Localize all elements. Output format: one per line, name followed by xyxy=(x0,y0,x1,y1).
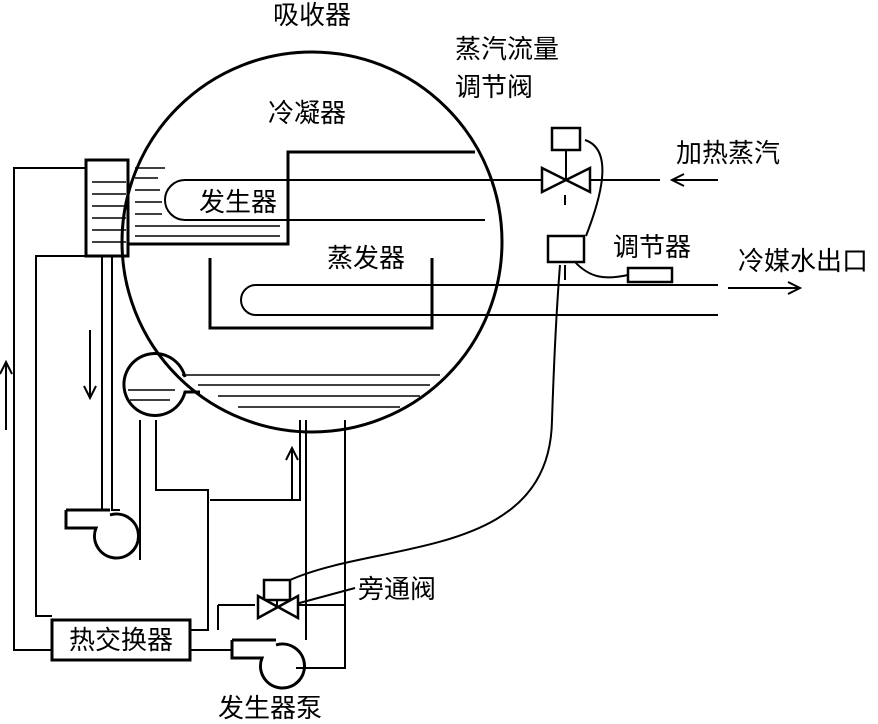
flow-arrows xyxy=(0,173,803,500)
heating-steam-label: 加热蒸汽 xyxy=(676,139,780,169)
generator-pump-label: 发生器泵 xyxy=(218,694,322,724)
condenser-label: 冷凝器 xyxy=(268,99,346,129)
absorber-label: 吸收器 xyxy=(273,1,351,31)
bypass-valve xyxy=(256,578,300,621)
sensor-box xyxy=(626,266,674,284)
bypass-valve-label: 旁通阀 xyxy=(358,575,436,605)
steam-flow-valve xyxy=(540,126,592,195)
evaporator-label: 蒸发器 xyxy=(327,244,405,274)
heat-exchanger-box xyxy=(50,618,192,662)
absorber-liquid xyxy=(182,374,440,408)
steam-tube xyxy=(164,179,660,221)
chilled-water-tube xyxy=(240,284,718,316)
heat-exchanger-label: 热交换器 xyxy=(69,626,173,656)
regulator-label: 调节器 xyxy=(613,233,691,263)
condenser-liquid xyxy=(92,181,126,243)
receiver-liquid xyxy=(128,389,175,401)
chilled-water-outlet-label: 冷媒水出口 xyxy=(738,247,868,277)
steam-valve-label-line2: 调节阀 xyxy=(455,73,533,103)
generator-shell xyxy=(128,150,475,246)
generator-pump xyxy=(230,638,306,690)
refrigerant-pump xyxy=(64,508,140,560)
steam-valve-label-line1: 蒸汽流量 xyxy=(455,35,559,65)
piping xyxy=(13,139,629,669)
generator-label: 发生器 xyxy=(199,188,277,218)
receiver-vessel xyxy=(122,352,200,417)
regulator-box xyxy=(546,234,586,264)
evaporator-tray xyxy=(208,258,434,330)
generator-liquid xyxy=(135,167,280,237)
